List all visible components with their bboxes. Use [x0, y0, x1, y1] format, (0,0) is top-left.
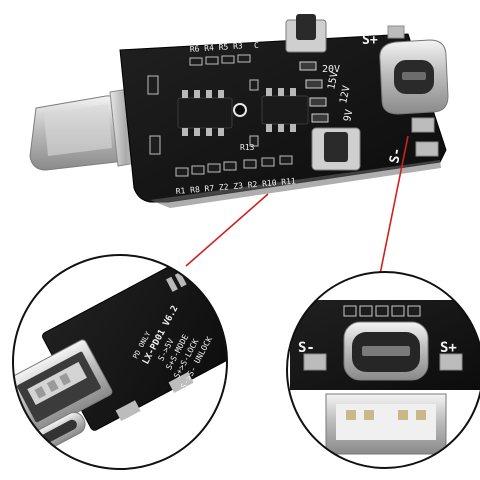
silk-9v: 9V — [342, 109, 355, 123]
ic-chip-right — [261, 88, 309, 132]
silk-cap: C — [254, 41, 259, 50]
silk-s-plus-closeup: S+ — [440, 340, 457, 356]
silk-s-minus: S- — [387, 146, 405, 164]
voltage-leds — [299, 61, 329, 123]
silk-s-plus: S+ — [362, 33, 378, 48]
silk-12v: 12V — [338, 85, 353, 105]
ic-chip-left — [177, 90, 233, 136]
solder-pads — [387, 25, 439, 157]
usb-c-receptacle — [379, 39, 449, 115]
usb-a-port-closeup — [325, 393, 447, 455]
silk-20v: 20V — [322, 64, 340, 75]
left-callout: PD ONLY LX-PD01 V6.2 S->5V S+S-MODE S+>S… — [12, 254, 228, 470]
callout-lines — [185, 135, 409, 295]
silk-resistors-top: R6 R4 R5 R3 — [190, 41, 244, 54]
silk-15v: 15V — [326, 71, 341, 91]
silk-r13: R13 — [240, 143, 255, 152]
right-callout: S- S+ — [286, 271, 480, 469]
silk-s-minus-closeup: S- — [298, 340, 315, 356]
usb-c-receptacle-closeup — [343, 321, 429, 381]
tactile-button-top — [285, 14, 327, 53]
top-board: S+ S- 20V 15V 12V 9V R6 R4 R5 R3 C R13 R… — [29, 14, 449, 208]
smd-components — [147, 54, 293, 177]
tactile-button-mid — [311, 127, 361, 171]
